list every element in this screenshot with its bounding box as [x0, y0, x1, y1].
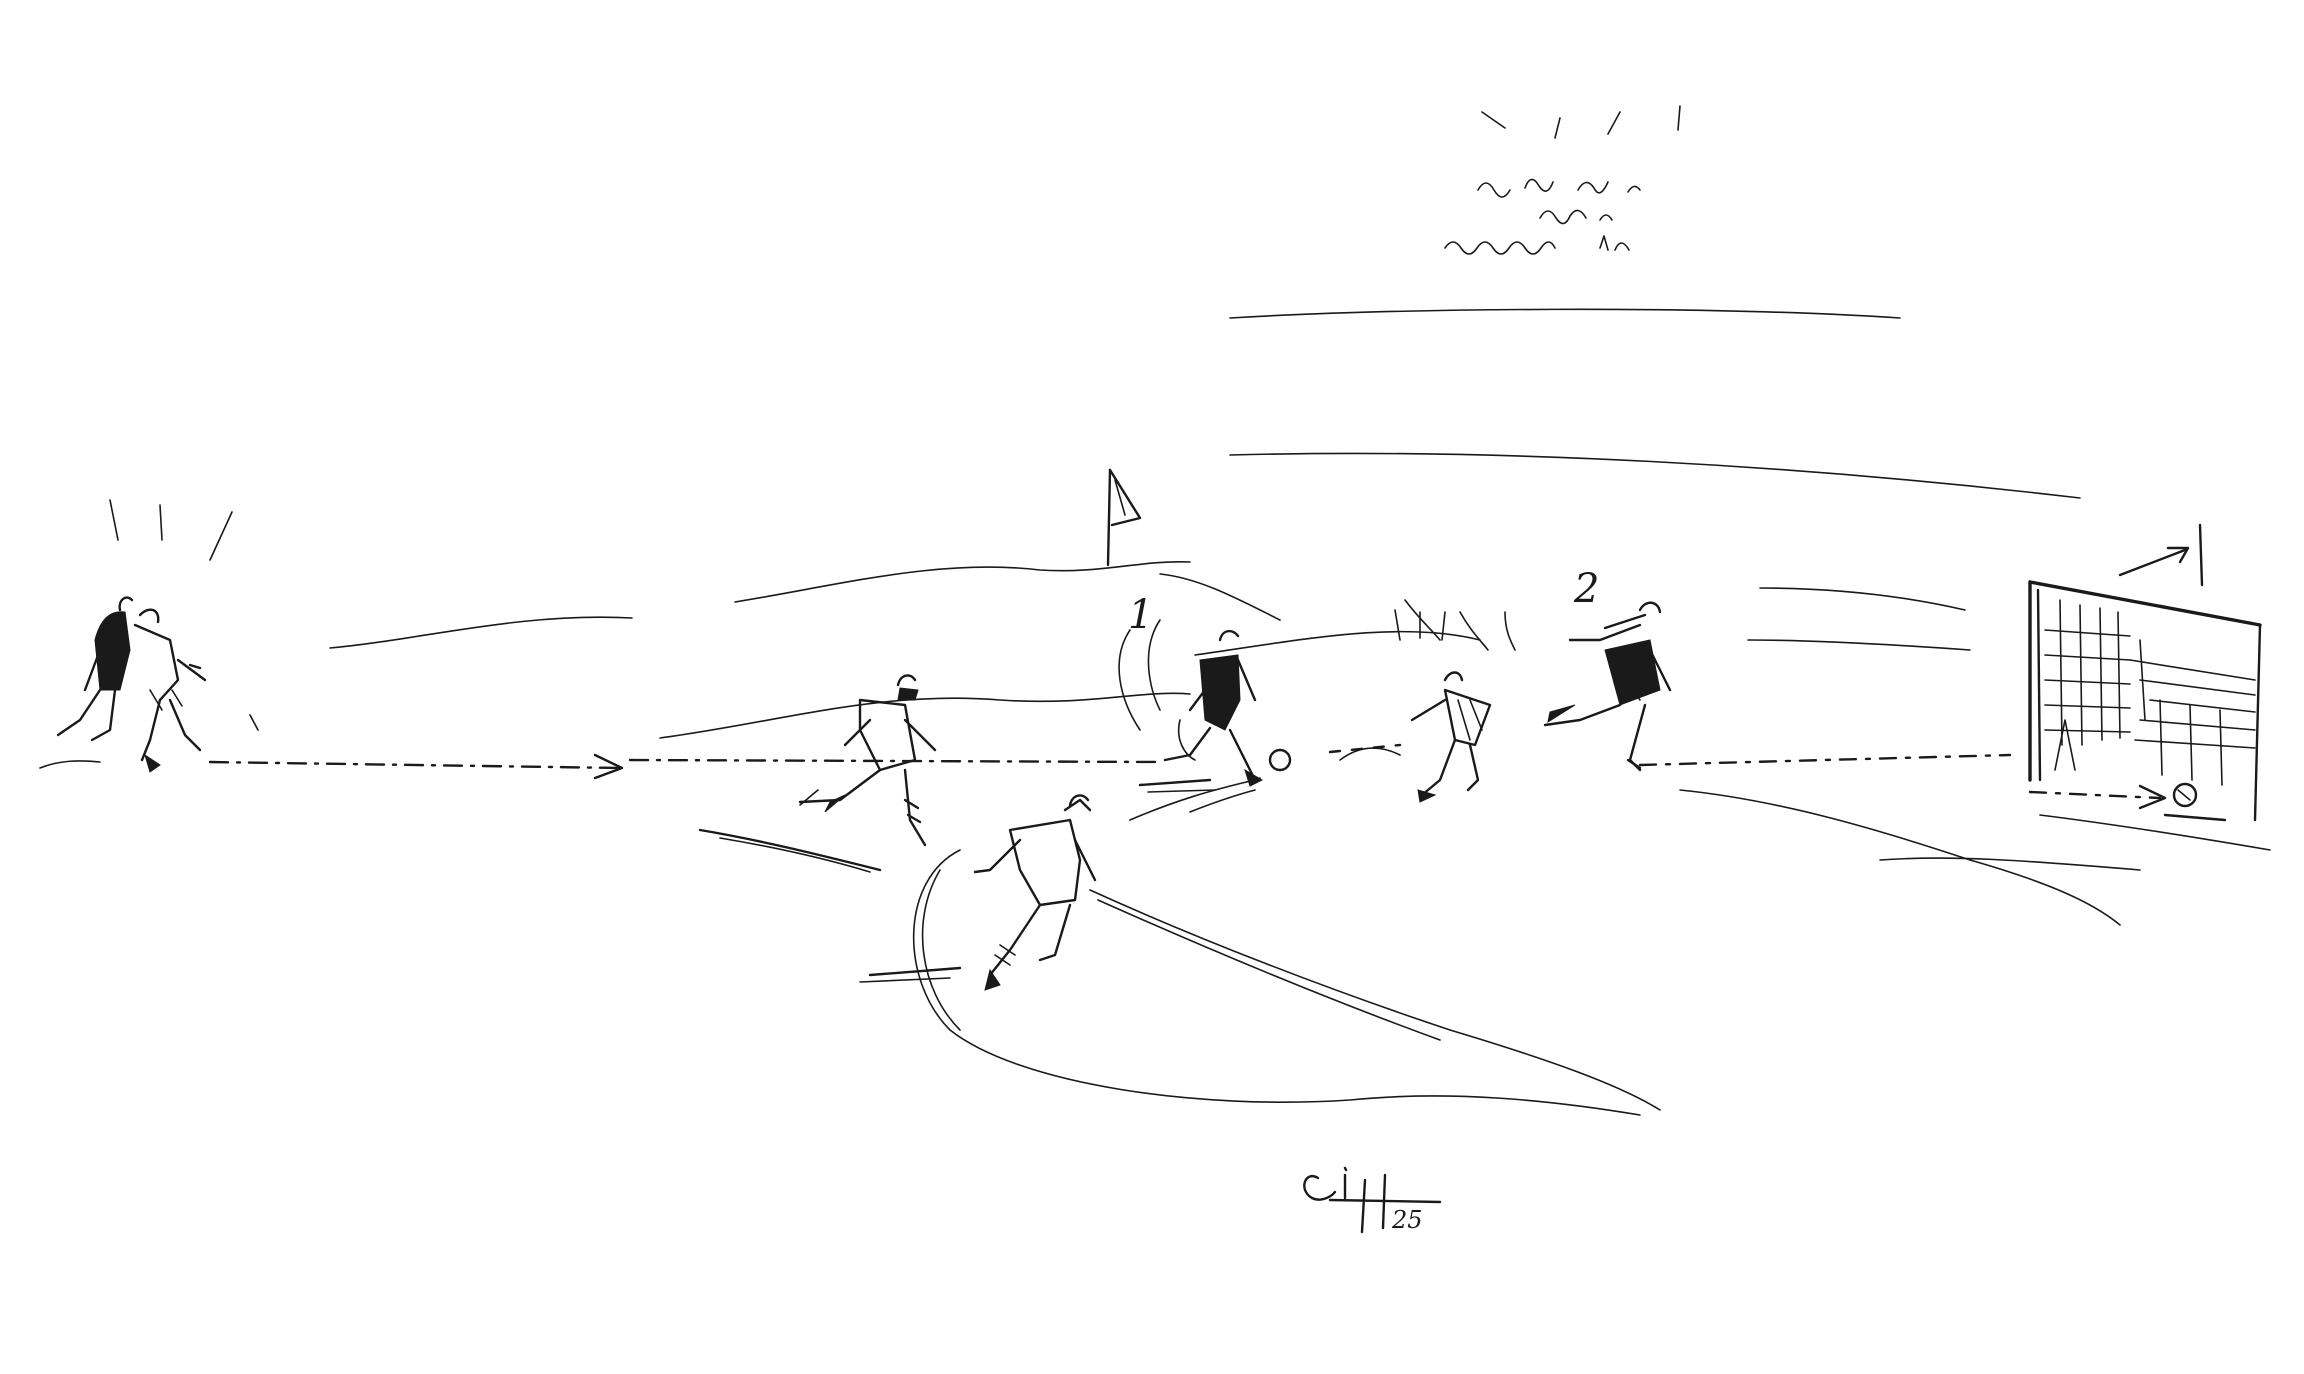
goal-net — [2028, 523, 2262, 822]
run-curve — [912, 849, 1661, 1116]
player-group-left — [56, 499, 259, 773]
crowd-sketch — [1444, 105, 1681, 255]
ball-in-goal — [2172, 782, 2198, 808]
defender-sliding — [1394, 609, 1492, 803]
attacker-1 — [1163, 629, 1264, 787]
attacker-2 — [1543, 601, 1672, 772]
pass-trajectory — [208, 619, 2167, 821]
corner-flag — [1106, 468, 1142, 567]
signature-year: 25 — [1391, 1206, 1423, 1234]
attacker-2-label: 2 — [1573, 566, 1599, 612]
ball-near-attacker — [1268, 748, 1292, 772]
player-center-left — [798, 674, 937, 847]
attacker-1-label: 1 — [1128, 592, 1153, 638]
field-lines — [39, 308, 2271, 983]
artist-signature: 25 — [1303, 1166, 1442, 1234]
player-foreground — [973, 794, 1097, 991]
balls — [1268, 748, 2227, 822]
